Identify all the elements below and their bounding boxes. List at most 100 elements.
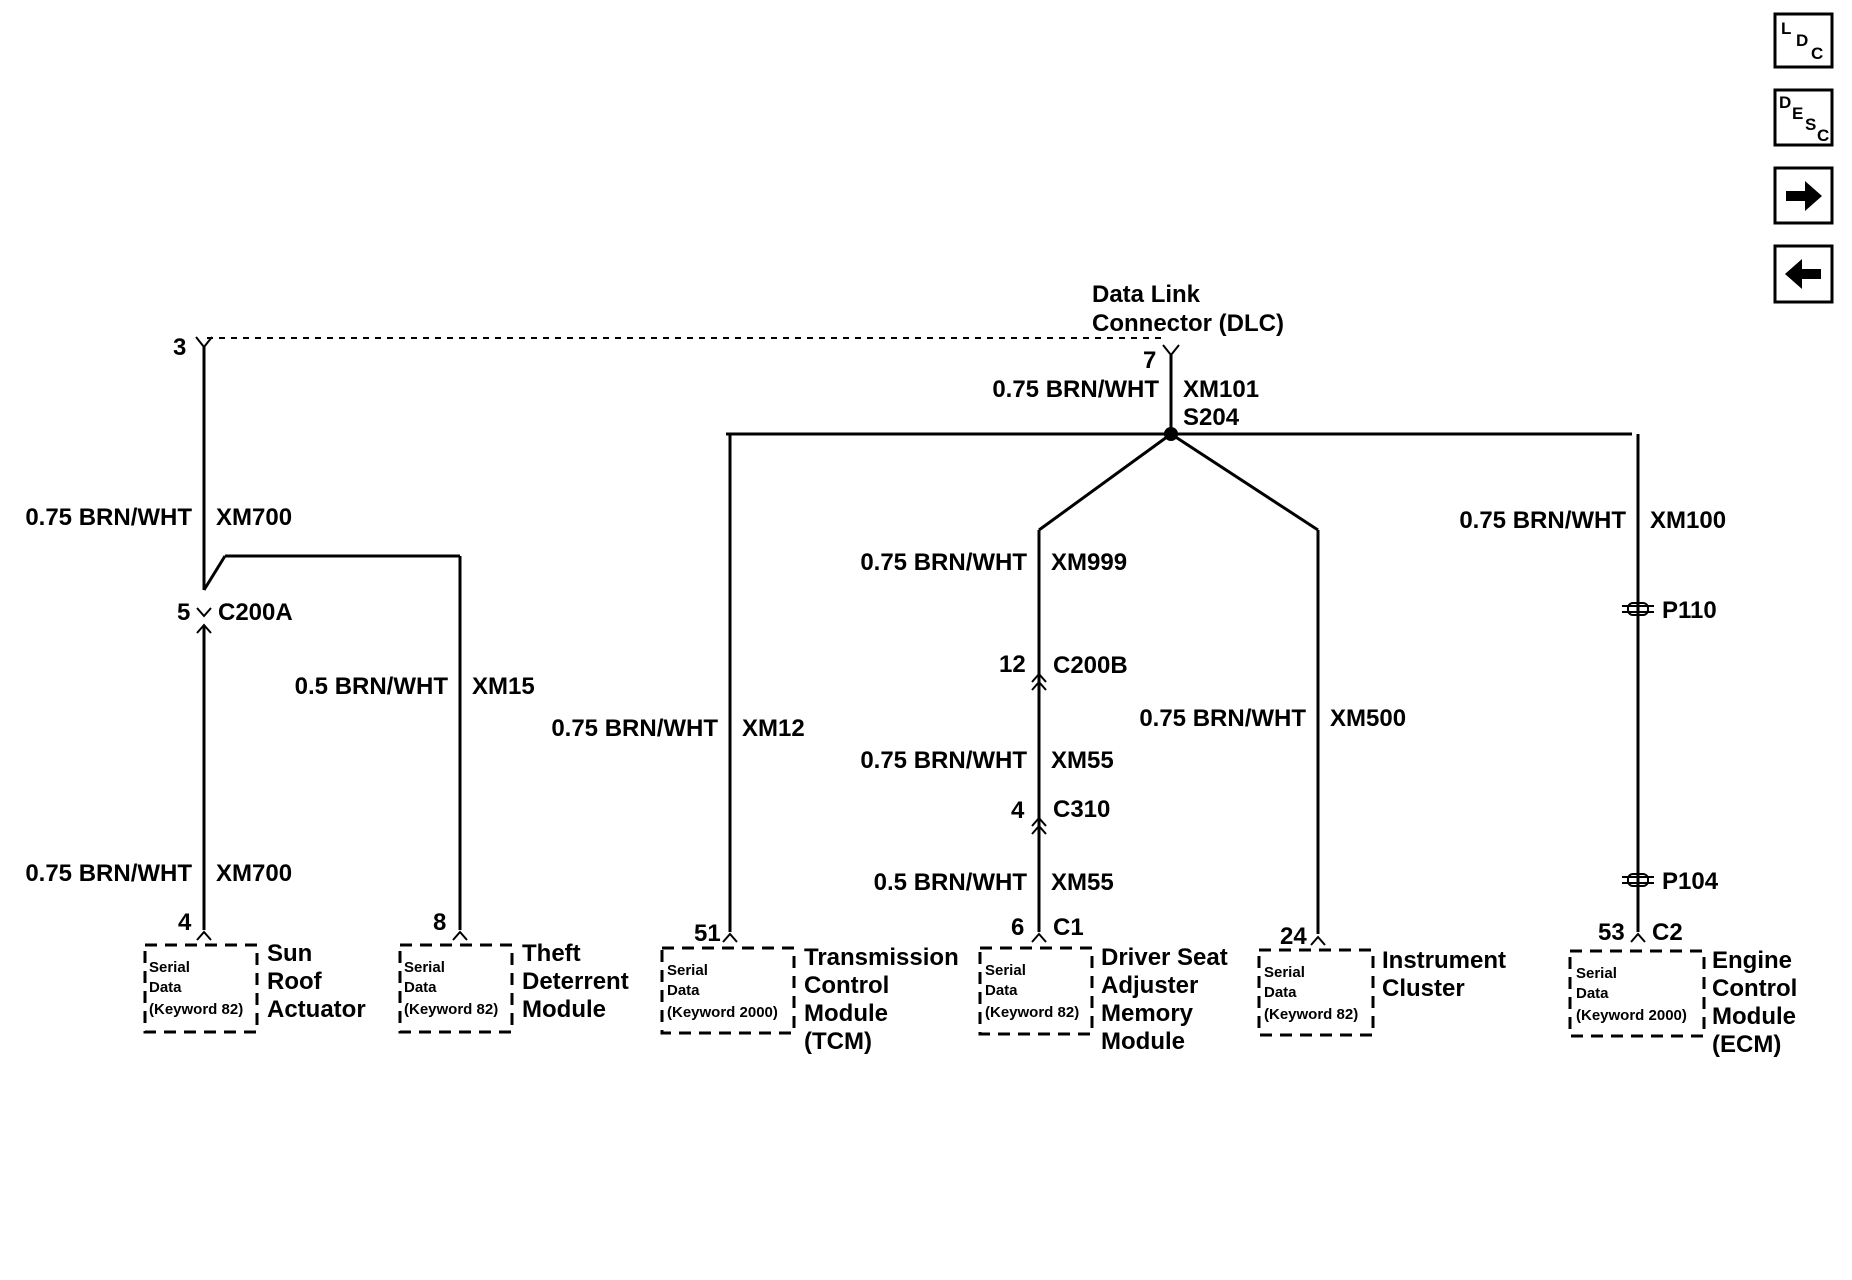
svg-text:D: D — [1796, 31, 1808, 50]
seat-branch: 0.75 BRN/WHT XM999 12 C200B 0.75 BRN/WHT… — [860, 432, 1172, 943]
sunroof-branch: 3 0.75 BRN/WHT XM700 5 C200A 0.75 BRN/WH… — [25, 334, 462, 941]
svg-text:Engine: Engine — [1712, 947, 1792, 974]
svg-text:Data: Data — [985, 982, 1018, 999]
svg-text:Serial: Serial — [404, 959, 445, 976]
tcm-branch: 0.75 BRN/WHT XM12 51 — [551, 434, 805, 947]
svg-text:Driver Seat: Driver Seat — [1101, 944, 1228, 971]
svg-text:P110: P110 — [1662, 597, 1717, 624]
instrument-cluster-module: Serial Data (Keyword 82) Instrument Clus… — [1257, 947, 1506, 1037]
sunroof-actuator-module: Serial Data (Keyword 82) Sun Roof Actuat… — [143, 940, 366, 1034]
svg-text:Serial: Serial — [1264, 964, 1305, 981]
svg-text:Serial: Serial — [149, 959, 190, 976]
svg-text:S204: S204 — [1183, 404, 1240, 431]
svg-text:0.75 BRN/WHT: 0.75 BRN/WHT — [1139, 705, 1306, 732]
svg-text:Serial: Serial — [1576, 965, 1617, 982]
svg-text:0.5 BRN/WHT: 0.5 BRN/WHT — [295, 673, 449, 700]
desc-button[interactable]: D E S C — [1773, 88, 1834, 147]
svg-text:(Keyword 82): (Keyword 82) — [1264, 1006, 1358, 1023]
theft-deterrent-module: Serial Data (Keyword 82) Theft Deterrent… — [398, 940, 629, 1034]
svg-text:Deterrent: Deterrent — [522, 968, 629, 995]
svg-text:24: 24 — [1280, 923, 1307, 950]
p104-connector-icon — [1622, 873, 1654, 887]
svg-text:Connector (DLC): Connector (DLC) — [1092, 310, 1284, 337]
svg-text:C: C — [1811, 44, 1823, 63]
svg-text:(Keyword 2000): (Keyword 2000) — [1576, 1007, 1687, 1024]
svg-text:Memory: Memory — [1101, 1000, 1194, 1027]
svg-text:XM12: XM12 — [742, 715, 805, 742]
svg-text:C310: C310 — [1053, 796, 1110, 823]
data-link-connector: Data Link Connector (DLC) 7 0.75 BRN/WHT… — [992, 281, 1284, 431]
svg-text:6: 6 — [1011, 914, 1024, 941]
svg-text:(Keyword 82): (Keyword 82) — [149, 1001, 243, 1018]
svg-text:XM55: XM55 — [1051, 869, 1114, 896]
svg-text:Control: Control — [804, 972, 889, 999]
svg-text:Data: Data — [404, 979, 437, 996]
ecm-branch: 0.75 BRN/WHT XM100 P110 P104 53 C2 — [1459, 434, 1726, 946]
svg-text:XM700: XM700 — [216, 860, 292, 887]
svg-text:XM999: XM999 — [1051, 549, 1127, 576]
svg-text:C: C — [1817, 126, 1829, 145]
svg-text:(Keyword 2000): (Keyword 2000) — [667, 1004, 778, 1021]
svg-text:Serial: Serial — [667, 962, 708, 979]
svg-text:12: 12 — [999, 651, 1026, 678]
svg-text:C2: C2 — [1652, 919, 1683, 946]
ldc-button[interactable]: L D C — [1773, 12, 1834, 69]
svg-text:XM55: XM55 — [1051, 747, 1114, 774]
arrow-left-icon — [1785, 259, 1821, 289]
svg-text:P104: P104 — [1662, 868, 1719, 895]
svg-text:0.75 BRN/WHT: 0.75 BRN/WHT — [860, 549, 1027, 576]
svg-text:Data: Data — [1264, 984, 1297, 1001]
svg-text:C1: C1 — [1053, 914, 1084, 941]
svg-text:(TCM): (TCM) — [804, 1028, 872, 1055]
engine-control-module: Serial Data (Keyword 2000) Engine Contro… — [1568, 947, 1797, 1058]
svg-text:L: L — [1781, 19, 1791, 38]
svg-text:Adjuster: Adjuster — [1101, 972, 1198, 999]
svg-text:Module: Module — [522, 996, 606, 1023]
svg-text:53: 53 — [1598, 919, 1625, 946]
p110-connector-icon — [1622, 602, 1654, 616]
svg-text:Theft: Theft — [522, 940, 581, 967]
svg-text:Actuator: Actuator — [267, 996, 366, 1023]
transmission-control-module: Serial Data (Keyword 2000) Transmission … — [660, 944, 959, 1055]
svg-text:Control: Control — [1712, 975, 1797, 1002]
driver-seat-adjuster-memory-module: Serial Data (Keyword 82) Driver Seat Adj… — [978, 944, 1228, 1055]
svg-text:8: 8 — [433, 909, 446, 936]
svg-text:Sun: Sun — [267, 940, 312, 967]
svg-text:Data Link: Data Link — [1092, 281, 1201, 308]
svg-text:XM500: XM500 — [1330, 705, 1406, 732]
svg-text:Module: Module — [1101, 1028, 1185, 1055]
svg-text:0.75 BRN/WHT: 0.75 BRN/WHT — [25, 860, 192, 887]
svg-text:3: 3 — [173, 334, 186, 361]
svg-text:Cluster: Cluster — [1382, 975, 1465, 1002]
svg-text:C200B: C200B — [1053, 652, 1128, 679]
svg-text:XM101: XM101 — [1183, 376, 1259, 403]
svg-text:Serial: Serial — [985, 962, 1026, 979]
arrow-right-icon — [1786, 181, 1822, 211]
svg-text:5: 5 — [177, 599, 190, 626]
svg-text:4: 4 — [178, 909, 192, 936]
svg-text:S: S — [1805, 115, 1816, 134]
svg-text:Data: Data — [667, 982, 700, 999]
forward-button[interactable] — [1773, 166, 1834, 225]
svg-text:D: D — [1779, 93, 1791, 112]
svg-text:0.75 BRN/WHT: 0.75 BRN/WHT — [1459, 507, 1626, 534]
theft-branch: 0.5 BRN/WHT XM15 8 — [295, 673, 535, 941]
svg-text:(Keyword 82): (Keyword 82) — [985, 1004, 1079, 1021]
back-button[interactable] — [1773, 244, 1834, 304]
svg-text:C200A: C200A — [218, 599, 293, 626]
svg-text:Instrument: Instrument — [1382, 947, 1506, 974]
svg-text:7: 7 — [1143, 347, 1156, 374]
svg-text:XM100: XM100 — [1650, 507, 1726, 534]
svg-text:Roof: Roof — [267, 968, 323, 995]
svg-text:0.75 BRN/WHT: 0.75 BRN/WHT — [551, 715, 718, 742]
svg-text:4: 4 — [1011, 797, 1025, 824]
svg-text:Data: Data — [149, 979, 182, 996]
svg-text:0.5 BRN/WHT: 0.5 BRN/WHT — [874, 869, 1028, 896]
svg-text:0.75 BRN/WHT: 0.75 BRN/WHT — [860, 747, 1027, 774]
svg-text:(Keyword 82): (Keyword 82) — [404, 1001, 498, 1018]
svg-text:0.75 BRN/WHT: 0.75 BRN/WHT — [25, 504, 192, 531]
svg-text:(ECM): (ECM) — [1712, 1031, 1781, 1058]
svg-text:Data: Data — [1576, 985, 1609, 1002]
svg-text:XM700: XM700 — [216, 504, 292, 531]
